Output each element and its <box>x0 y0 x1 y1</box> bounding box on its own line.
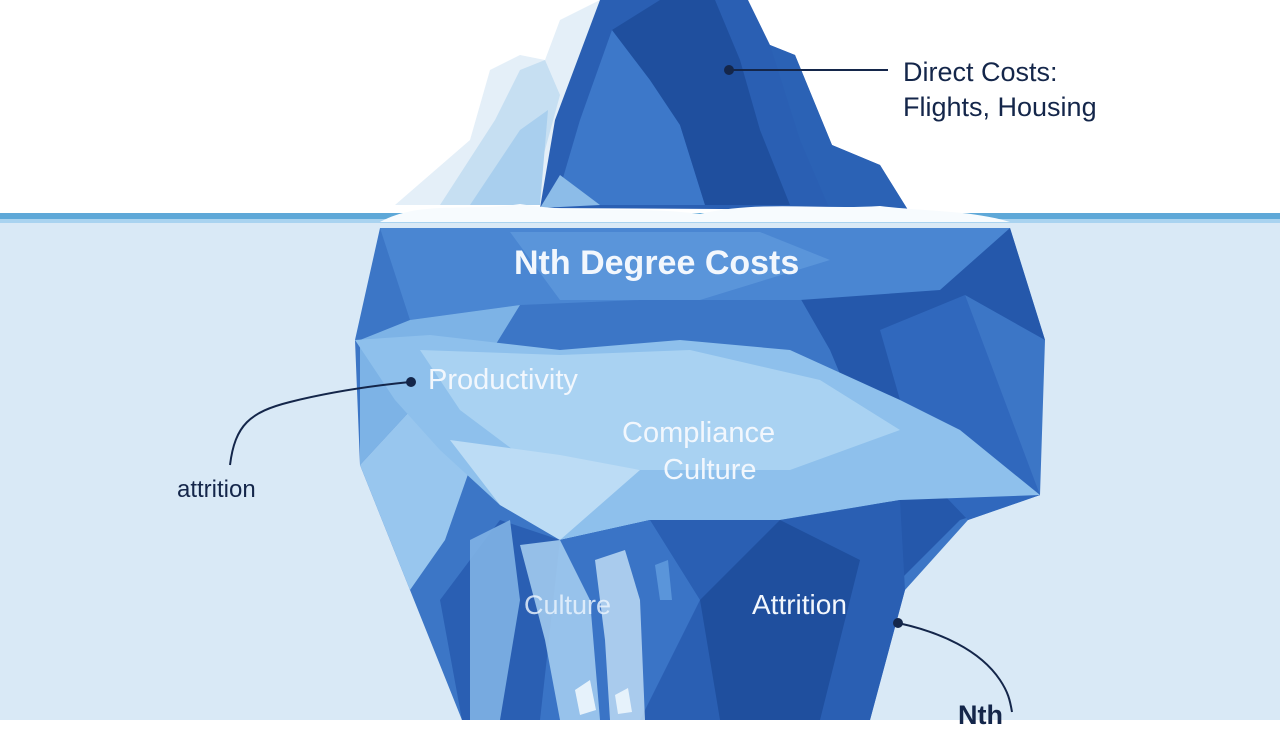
leader-lines <box>229 69 1013 713</box>
culture-faded-label: Culture <box>524 590 612 620</box>
nth-degree-costs-heading: Nth Degree Costs <box>514 244 800 282</box>
direct-costs-label-line2: Flights, Housing <box>903 92 1097 122</box>
attrition-leader <box>897 622 1013 713</box>
productivity-leader-dot <box>406 377 416 387</box>
culture-label: Culture <box>663 454 757 486</box>
attrition-left-label: attrition <box>177 476 256 503</box>
productivity-label: Productivity <box>428 364 578 396</box>
attrition-right-label: Attrition <box>752 589 847 620</box>
direct-costs-leader-dot <box>724 65 734 75</box>
compliance-label: Compliance <box>622 417 776 449</box>
waterline <box>0 204 1280 223</box>
leader-dots <box>406 65 903 628</box>
productivity-leader <box>229 381 411 466</box>
nth-cutoff-label: Nth <box>958 700 1003 730</box>
iceberg-tip <box>395 0 908 210</box>
direct-costs-label-line1: Direct Costs: <box>903 57 1058 87</box>
attrition-leader-dot <box>893 618 903 628</box>
iceberg-underwater <box>355 228 1045 720</box>
